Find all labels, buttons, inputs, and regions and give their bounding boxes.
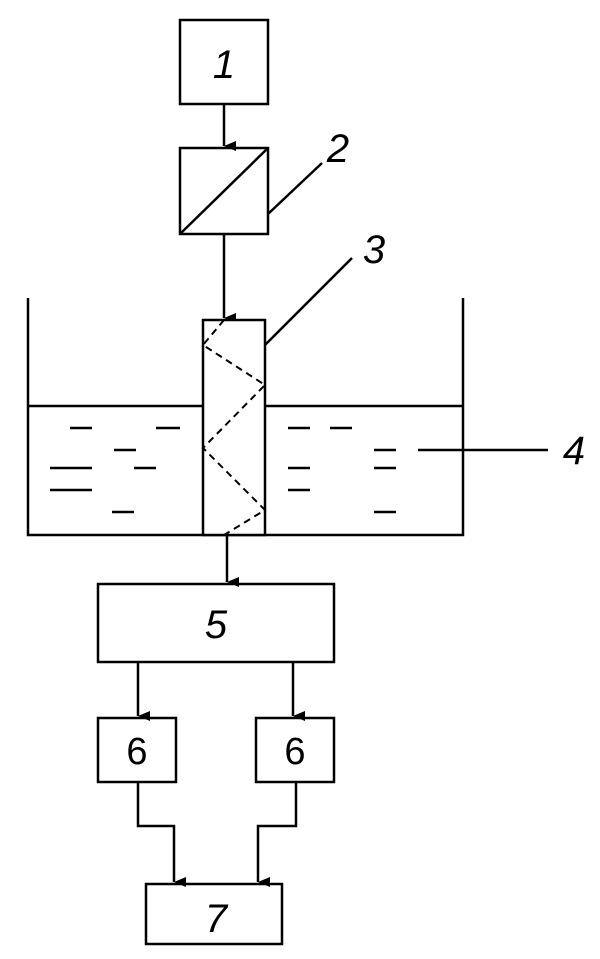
fiber-3-body — [201, 318, 267, 537]
block-5-box — [96, 582, 336, 664]
block-6-right-label: 6 — [284, 731, 305, 773]
block-7-label: 7 — [205, 897, 229, 941]
fiber-3-label: 3 — [363, 228, 385, 272]
liquid-4-label: 4 — [563, 429, 585, 473]
liquid-4: 4 — [418, 429, 585, 473]
fiber-3: 3 — [201, 228, 385, 537]
block-6-right: 6 — [254, 716, 336, 784]
block-6-left-label: 6 — [126, 731, 147, 773]
block-2-label: 2 — [326, 127, 349, 171]
block-2-diagonal — [179, 147, 269, 235]
block-7-box — [144, 882, 284, 946]
leader-line-3 — [264, 257, 353, 346]
arrow-6-left-to-7 — [136, 782, 186, 887]
block-2: 2 — [178, 127, 349, 236]
fiber-3-light-path — [201, 319, 267, 536]
block-5: 5 — [96, 582, 336, 664]
block-1-label: 1 — [213, 43, 235, 87]
arrow-6-right-to-7 — [256, 782, 298, 887]
liquid-hatch-marks — [50, 426, 396, 514]
block-6-left: 6 — [96, 716, 178, 784]
block-7: 7 — [144, 882, 284, 946]
block-1: 1 — [178, 18, 270, 106]
block-5-label: 5 — [205, 603, 228, 647]
leader-line-2 — [267, 162, 323, 215]
